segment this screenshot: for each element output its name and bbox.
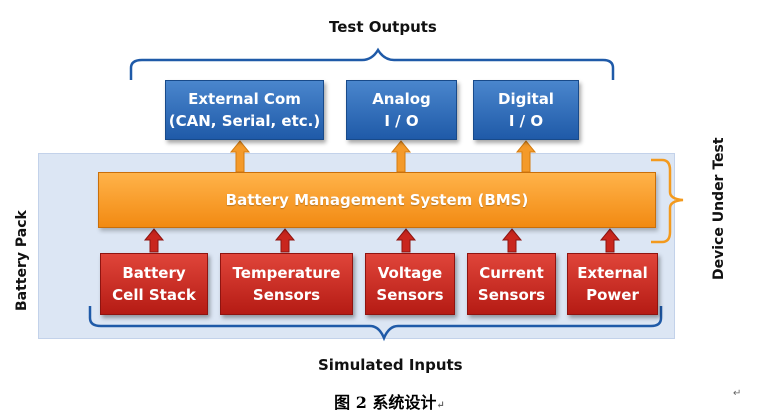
arrow-external-power-to-bms [599,228,621,253]
current-sensors-line2: Sensors [477,286,546,304]
battery-pack-label: Battery Pack [14,210,30,311]
temperature-sensors-line1: Temperature [232,264,341,282]
current-sensors-box: Current Sensors [467,253,556,315]
digital-io-box: Digital I / O [473,80,579,140]
simulated-inputs-bracket [88,306,663,342]
battery-cell-stack-box: Battery Cell Stack [100,253,208,315]
analog-io-box: Analog I / O [346,80,457,140]
voltage-sensors-line1: Voltage [377,264,443,282]
digital-io-line2: I / O [508,112,544,130]
voltage-sensors-line2: Sensors [376,286,444,304]
temperature-sensors-box: Temperature Sensors [220,253,353,315]
test-outputs-label: Test Outputs [329,18,437,36]
caption-return-mark: ↵ [436,400,445,411]
voltage-sensors-box: Voltage Sensors [365,253,455,315]
arrow-bms-to-external-com [229,140,251,173]
arrow-bms-to-analog [390,140,412,173]
page-return-mark: ↵ [733,388,742,399]
device-under-test-label: Device Under Test [711,137,727,280]
battery-cell-stack-line2: Cell Stack [112,286,196,304]
battery-cell-stack-line1: Battery [122,264,186,282]
bms-box: Battery Management System (BMS) [98,172,656,228]
caption-text: 图 2 系统设计 [334,393,437,412]
digital-io-line1: Digital [498,90,554,108]
temperature-sensors-line2: Sensors [252,286,321,304]
arrow-current-to-bms [501,228,523,253]
external-power-line2: Power [586,286,639,304]
arrow-bms-to-digital [515,140,537,173]
external-com-box: External Com (CAN, Serial, etc.) [165,80,324,140]
test-outputs-bracket [129,47,615,80]
arrow-temperature-to-bms [274,228,296,253]
arrow-cell-stack-to-bms [143,228,165,253]
external-com-line2: (CAN, Serial, etc.) [168,112,321,130]
analog-io-line2: I / O [384,112,419,130]
external-power-line1: External [577,264,648,282]
device-under-test-bracket [651,158,684,244]
bms-label: Battery Management System (BMS) [225,191,529,209]
figure-caption: 图 2 系统设计↵ [0,389,779,413]
analog-io-line1: Analog [372,90,431,108]
simulated-inputs-label: Simulated Inputs [318,356,463,374]
external-power-box: External Power [567,253,658,315]
current-sensors-line1: Current [479,264,544,282]
external-com-line1: External Com [188,90,301,108]
arrow-voltage-to-bms [395,228,417,253]
